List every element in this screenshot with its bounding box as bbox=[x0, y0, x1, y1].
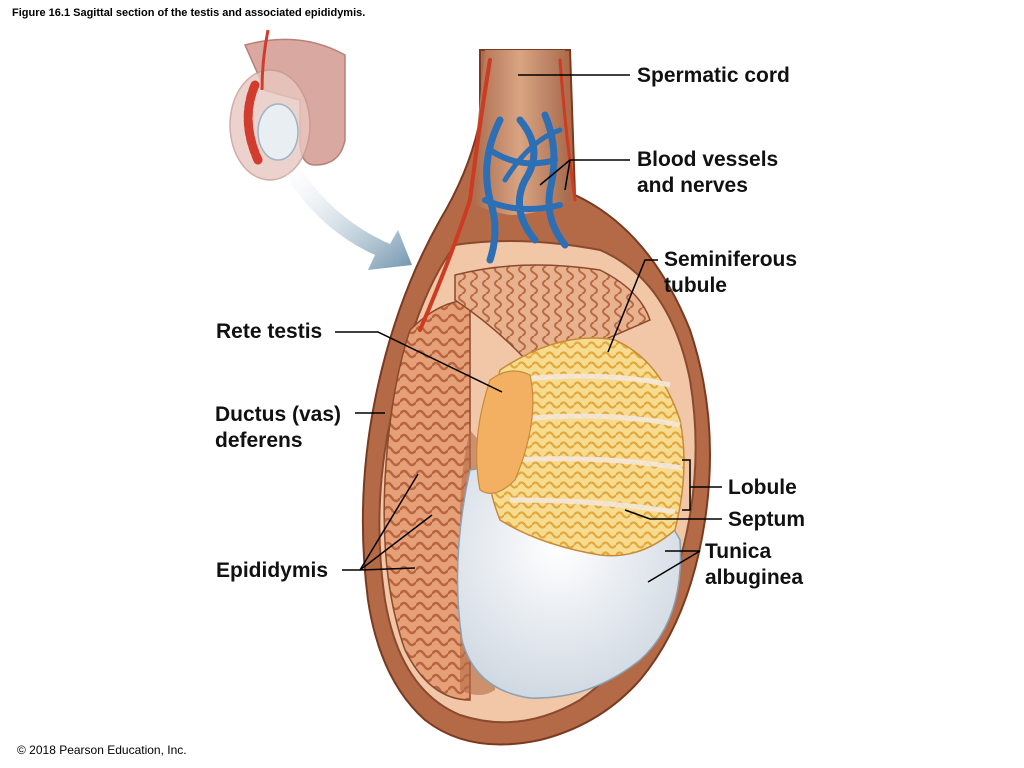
label-rete-testis: Rete testis bbox=[216, 320, 323, 343]
label-tunica-line2: albuginea bbox=[705, 566, 804, 589]
label-blood-vessels-line2: and nerves bbox=[637, 174, 748, 197]
label-spermatic-cord: Spermatic cord bbox=[637, 64, 790, 87]
label-ductus-line2: deferens bbox=[215, 429, 303, 452]
figure-caption: Figure 16.1 Sagittal section of the test… bbox=[12, 7, 366, 19]
testis-section bbox=[361, 49, 711, 746]
label-seminiferous-line1: Seminiferous bbox=[664, 248, 798, 271]
copyright-notice: © 2018 Pearson Education, Inc. bbox=[17, 743, 187, 757]
label-septum: Septum bbox=[728, 508, 806, 531]
label-seminiferous-line2: tubule bbox=[664, 274, 727, 297]
inset-pointer-arrow bbox=[285, 168, 412, 270]
leader-lines bbox=[335, 74, 722, 583]
label-epididymis: Epididymis bbox=[216, 559, 329, 582]
label-tunica-line1: Tunica bbox=[705, 540, 772, 563]
inset-illustration bbox=[229, 29, 346, 181]
label-ductus-line1: Ductus (vas) bbox=[215, 403, 342, 426]
label-blood-vessels-line1: Blood vessels bbox=[637, 148, 779, 171]
label-lobule: Lobule bbox=[728, 476, 797, 499]
